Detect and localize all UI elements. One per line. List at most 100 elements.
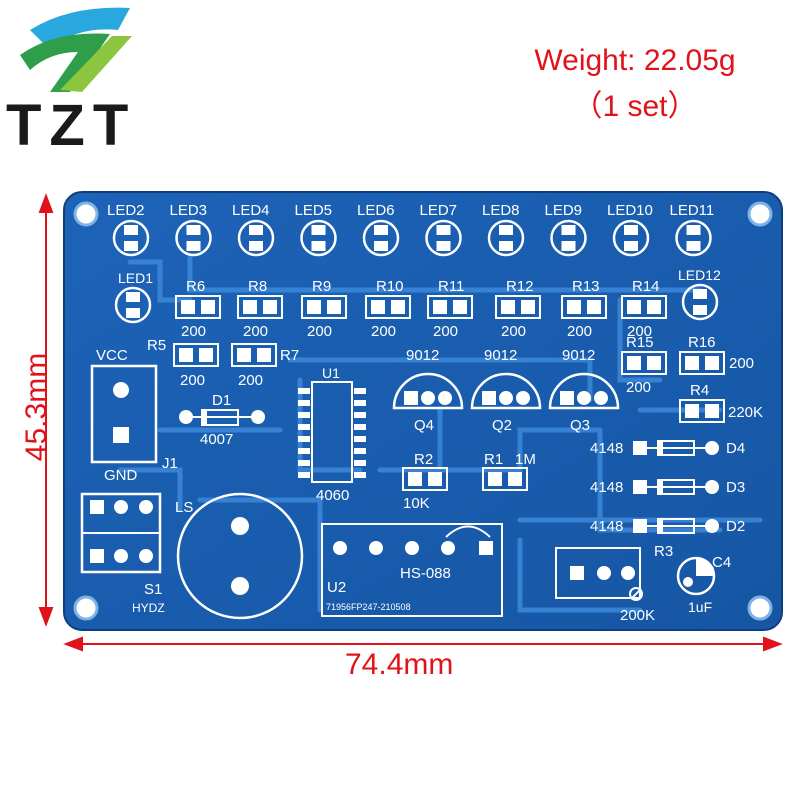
r3-label: R3 — [654, 543, 673, 560]
r4-label: R4 — [690, 382, 709, 399]
ls-label: LS — [175, 499, 193, 516]
resistor-label: R6 — [186, 278, 205, 295]
r5-value: 200 — [180, 372, 205, 389]
ic-u1: U1 4060 — [298, 365, 366, 504]
resistor-r16: R16 200 — [679, 334, 754, 375]
resistor-value: 200 — [501, 323, 526, 340]
r15-value: 200 — [626, 379, 651, 396]
led-top: LED9 — [545, 202, 587, 257]
resistor-value: 200 — [627, 323, 652, 340]
resistor-r4: R4 220K — [679, 382, 763, 423]
transistor-label: Q2 — [492, 417, 512, 434]
resistor-label: R14 — [632, 278, 660, 295]
resistor-r1: R1 1M — [482, 451, 536, 491]
resistor-label: R9 — [312, 278, 331, 295]
mount-hole — [747, 201, 773, 227]
r16-value: 200 — [729, 355, 754, 372]
led-label: LED10 — [607, 202, 653, 219]
resistor-label: R8 — [248, 278, 267, 295]
height-dimension: 45.3mm — [20, 352, 53, 462]
led-label: LED6 — [357, 202, 395, 219]
diode-d1: D1 4007 — [179, 392, 265, 448]
resistor-label: R10 — [376, 278, 404, 295]
hydz-label: HYDZ — [132, 601, 165, 615]
r5-label: R5 — [147, 337, 166, 354]
d1-value: 4007 — [200, 431, 233, 448]
led-label: LED8 — [482, 202, 520, 219]
transistor-type: 9012 — [484, 347, 517, 364]
capacitor-c4: + C4 1uF — [676, 554, 731, 615]
r7-value: 200 — [238, 372, 263, 389]
led-1: LED1 — [114, 270, 153, 324]
led-row-top: LED2 LED3 LED4 LED5 LED6 LED7 LED8 LED9 LED10 LED… — [107, 202, 715, 257]
u1-value: 4060 — [316, 487, 349, 504]
led-top: LED3 — [170, 202, 212, 257]
brand-name: TZT — [6, 93, 137, 158]
resistor-value: 200 — [371, 323, 396, 340]
mount-hole — [73, 595, 99, 621]
resistor-label: R13 — [572, 278, 600, 295]
c4-value: 1uF — [688, 599, 712, 615]
diode-label: D3 — [726, 479, 745, 496]
transistor-label: Q3 — [570, 417, 590, 434]
speaker-ls — [176, 492, 304, 620]
transistor-type: 9012 — [562, 347, 595, 364]
led-12: LED12 — [678, 267, 721, 321]
resistor-r2: R2 10K — [402, 451, 448, 512]
led-top: LED2 — [107, 202, 150, 257]
weight-set: （1 set） — [572, 90, 698, 123]
dimension-lines — [38, 193, 783, 652]
r2-value: 10K — [403, 495, 430, 512]
led-12-label: LED12 — [678, 267, 721, 283]
led-top: LED10 — [607, 202, 653, 257]
led-label: LED4 — [232, 202, 270, 219]
switch-s1: LS S1 HYDZ — [80, 492, 193, 615]
led-label: LED9 — [545, 202, 583, 219]
resistor-value: 200 — [181, 323, 206, 340]
led-label: LED11 — [670, 202, 715, 219]
weight-value: Weight: 22.05g — [534, 44, 736, 77]
transistor-type: 9012 — [406, 347, 439, 364]
led-label: LED7 — [420, 202, 458, 219]
resistor-r15: R15 200 — [621, 334, 667, 396]
c4-plus: + — [707, 560, 715, 575]
led-top: LED7 — [420, 202, 462, 257]
vcc-label: VCC — [96, 347, 128, 364]
module-u2: U2 HS-088 71956FP247-210508 — [321, 523, 503, 617]
u2-label: U2 — [327, 579, 346, 596]
gnd-label: GND — [104, 467, 138, 484]
s1-label: S1 — [144, 581, 162, 598]
led-top: LED5 — [295, 202, 337, 257]
r2-label: R2 — [414, 451, 433, 468]
potentiometer-r3: R3 200K — [555, 543, 673, 624]
led-label: LED2 — [107, 202, 145, 219]
resistor: R10 200 — [365, 278, 411, 340]
r1-value: 1M — [515, 451, 536, 468]
diode-label: D4 — [726, 440, 745, 457]
led-top: LED6 — [357, 202, 400, 257]
r16-label: R16 — [688, 334, 716, 351]
weight-info: Weight: 22.05g （1 set） — [505, 38, 765, 130]
resistor: R14 200 — [621, 278, 667, 340]
led-label: LED5 — [295, 202, 333, 219]
r7-label: R7 — [280, 347, 299, 364]
r15-label: R15 — [626, 334, 654, 351]
connector-j1: VCC GND J1 — [90, 347, 178, 484]
resistor-value: 200 — [307, 323, 332, 340]
transistor-label: Q4 — [414, 417, 434, 434]
diode-type: 4148 — [590, 518, 623, 535]
u1-label: U1 — [322, 365, 340, 381]
d1-label: D1 — [212, 392, 231, 409]
